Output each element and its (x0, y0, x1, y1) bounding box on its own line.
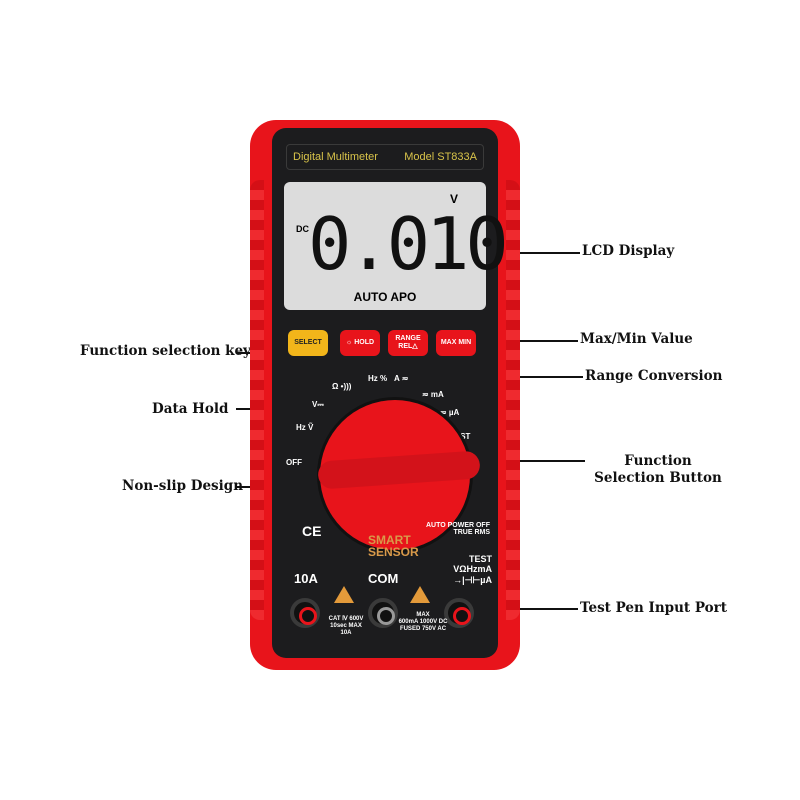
range-rel-button[interactable]: RANGE REL△ (388, 330, 428, 356)
port-label-test: TEST VΩHzmA →|⊣⊢µA (453, 554, 492, 585)
10a-spec: CAT Ⅳ 600V 10sec MAX 10A (328, 616, 364, 636)
select-button[interactable]: SELECT (288, 330, 328, 356)
lcd-display: DC V 0.010 AUTO APO (284, 182, 509, 310)
device-header: Digital Multimeter Model ST833A (286, 144, 484, 170)
feature-labels: AUTO POWER OFF TRUE RMS (425, 522, 490, 536)
hold-button[interactable]: ☼ HOLD (340, 330, 380, 356)
callout-line (466, 340, 578, 342)
dial-dc-volt[interactable]: V⎓ (312, 400, 324, 409)
callout-max-min: Max/Min Value (580, 331, 693, 347)
non-slip-grip-left (250, 180, 264, 620)
lcd-reading: 0.010 (308, 202, 509, 286)
callout-non-slip: Non-slip Design (122, 478, 244, 494)
warning-icon (410, 586, 430, 603)
warning-icon (334, 586, 354, 603)
dial-off[interactable]: OFF (286, 458, 302, 467)
dial-test[interactable]: TEST (450, 432, 471, 441)
dial-ac-volt[interactable]: Hz Ṽ (296, 423, 314, 432)
device-title: Digital Multimeter (293, 151, 378, 163)
device-face: Digital Multimeter Model ST833A DC V 0.0… (272, 128, 509, 658)
test-input-jack[interactable] (444, 598, 474, 628)
max-min-button[interactable]: MAX MIN (436, 330, 476, 356)
callout-function-selection-button: Function Selection Button (594, 453, 722, 486)
dial-amp[interactable]: A ≂ (394, 374, 409, 383)
lcd-mode: DC (296, 224, 309, 234)
brand-logo: SMART SENSOR (368, 533, 419, 559)
callout-line (470, 608, 578, 610)
dial-ua[interactable]: ≂ µA (440, 408, 460, 417)
non-slip-grip-right (506, 180, 520, 620)
port-label-com: COM (368, 571, 399, 586)
callout-function-selection-key: Function selection key (80, 343, 251, 359)
lcd-unit: V (449, 192, 458, 206)
lcd-status: AUTO APO (353, 290, 417, 304)
multimeter: Digital Multimeter Model ST833A DC V 0.0… (250, 120, 520, 670)
10a-input-jack[interactable] (290, 598, 320, 628)
callout-range-conversion: Range Conversion (585, 368, 723, 384)
dial-hz[interactable]: Hz % (368, 374, 388, 383)
dial-ma[interactable]: ≂ mA (422, 390, 444, 399)
device-model: Model ST833A (404, 151, 477, 163)
callout-lcd-display: LCD Display (582, 243, 675, 259)
test-spec: MAX 600mA 1000V DC FUSED 750V AC (398, 612, 448, 632)
ce-mark: CE (302, 523, 322, 539)
callout-data-hold: Data Hold (152, 401, 229, 417)
port-label-10a: 10A (294, 571, 318, 586)
callout-line (478, 252, 580, 254)
dial-ohm[interactable]: Ω •))) (332, 382, 352, 391)
com-input-jack[interactable] (368, 598, 398, 628)
callout-test-pen-port: Test Pen Input Port (580, 600, 727, 616)
